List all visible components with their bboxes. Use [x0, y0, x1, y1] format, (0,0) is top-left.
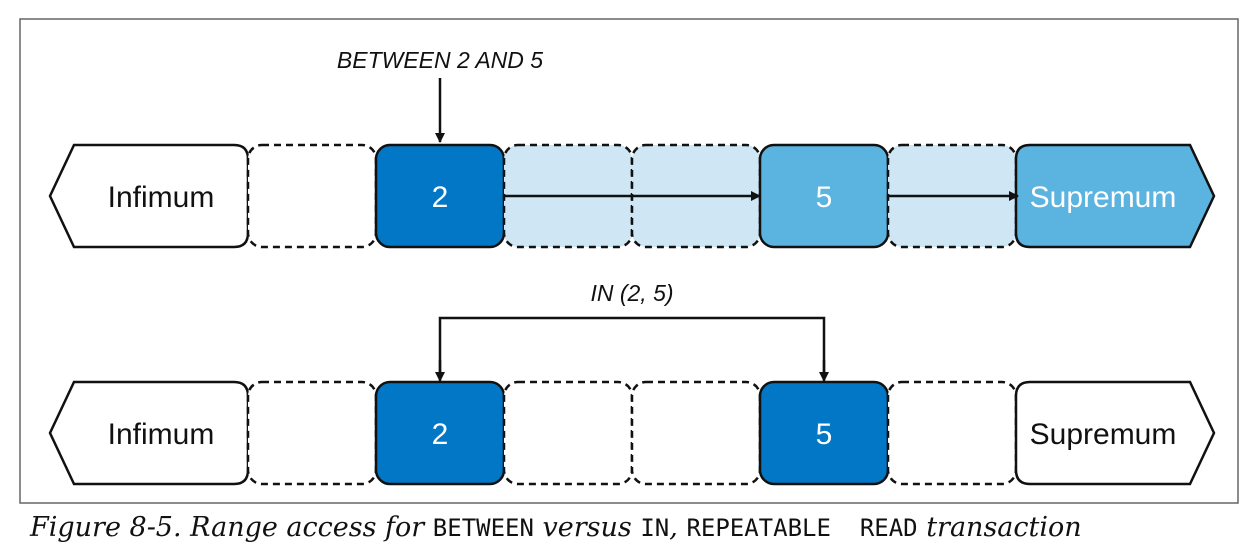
row2-cell-7-gap: [886, 380, 1018, 486]
row2-cell-5-gap: [630, 380, 762, 486]
row1-cell-8-supremum: [1014, 143, 1216, 249]
caption-middle: versus: [533, 512, 641, 543]
row2-cell-1-label: Infimum: [108, 418, 215, 451]
in-row: Infimum 2 5 Supremum: [48, 380, 1216, 486]
row2-cell-4-gap: [502, 380, 634, 486]
row1-cell-6-label: 5: [816, 181, 833, 214]
between-label: BETWEEN 2 AND 5: [337, 47, 543, 73]
row2-cell-8-label: Supremum: [1030, 418, 1177, 451]
row2-cell-8-supremum: [1014, 380, 1216, 486]
caption-comma: ,: [669, 512, 687, 543]
in-bracket-line: [438, 316, 826, 378]
figure-frame: [19, 18, 1239, 504]
caption-prefix: Figure 8-5. Range access for: [30, 512, 433, 543]
figure-caption: Figure 8-5. Range access for BETWEEN ver…: [30, 512, 1250, 543]
row1-cell-2-gap: [246, 143, 378, 249]
row1-cell-8-label: Supremum: [1030, 181, 1177, 214]
in-label: IN (2, 5): [590, 280, 673, 306]
caption-code-in: IN: [640, 514, 670, 542]
row1-cell-1-label: Infimum: [108, 181, 215, 214]
row2-cell-3-label: 2: [432, 418, 449, 451]
caption-code-repeatable-read: REPEATABLE READ: [686, 514, 918, 542]
caption-code-between: BETWEEN: [432, 514, 534, 542]
row2-cell-2-gap: [246, 380, 378, 486]
row1-cell-3-label: 2: [432, 181, 449, 214]
caption-suffix: transaction: [917, 512, 1082, 543]
row2-cell-6-label: 5: [816, 418, 833, 451]
